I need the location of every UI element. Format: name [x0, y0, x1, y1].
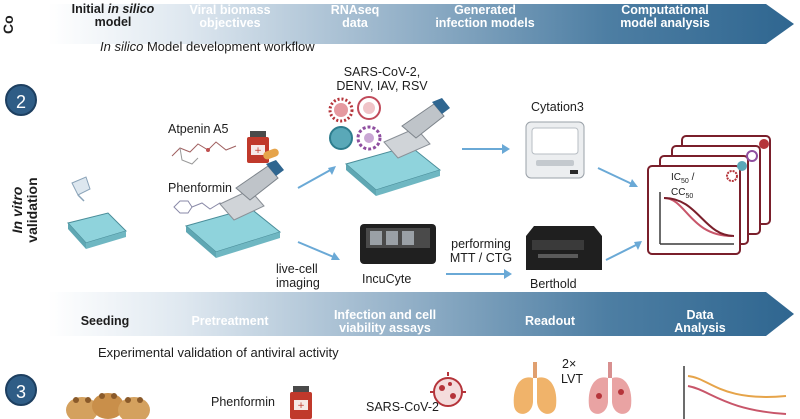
arrow-berthold-to-results — [605, 241, 642, 261]
lungs-infected-icon — [588, 362, 632, 414]
cytation-reader-icon — [525, 121, 585, 179]
step-initial-model: Initial in silico model — [71, 2, 155, 29]
step-seeding: Seeding — [80, 314, 130, 328]
in-silico-caption: In silico Model development workflow — [100, 39, 315, 54]
section-3-curve-plot — [683, 366, 787, 419]
drug-label-phenformin: Phenformin — [168, 181, 232, 195]
section-3-drug-bottle-icon: + — [290, 386, 312, 419]
instrument-label-incucyte: IncuCyte — [362, 272, 412, 286]
atpenin-molecule-icon — [171, 141, 237, 165]
pipette-plate-pretreatment — [184, 160, 284, 258]
step-pretreatment: Pretreatment — [191, 314, 269, 328]
arrow-to-virus-plate — [297, 166, 336, 189]
lvt-label: LVT — [561, 372, 583, 386]
section-2-badge: 2 — [5, 84, 37, 116]
seeding-plate-icon — [67, 176, 127, 249]
svg-text:+: + — [297, 401, 305, 411]
virus-list-label: SARS-CoV-2,DENV, IAV, RSV — [336, 65, 428, 93]
dose-response-cards — [647, 135, 771, 255]
section-3-badge: 3 — [5, 374, 37, 406]
pipette-plate-infection — [344, 98, 450, 196]
workflow-arrow-in-silico — [48, 4, 794, 44]
incucyte-icon — [360, 224, 436, 264]
in-vitro-caption: Experimental validation of antiviral act… — [98, 345, 339, 360]
sars-cov-2-virus-icon — [430, 372, 466, 407]
section-1-side-label: Co — [0, 15, 16, 34]
instrument-label-cytation: Cytation3 — [531, 100, 584, 114]
hamster-group-icon — [66, 393, 150, 419]
instrument-label-berthold: Berthold — [530, 277, 577, 291]
pill-icon — [263, 148, 279, 160]
svg-text:+: + — [254, 146, 262, 156]
workflow-arrow-in-vitro — [48, 292, 794, 336]
section-3-virus-label: SARS-CoV-2 — [366, 400, 439, 414]
lungs-healthy-icon — [513, 362, 557, 414]
arrow-to-incucyte — [297, 241, 340, 260]
arrow-to-cytation — [462, 144, 510, 154]
multiplier-label: 2× — [562, 357, 577, 371]
virus-cluster-icon — [328, 96, 382, 151]
step-readout: Readout — [525, 314, 575, 328]
berthold-reader-icon — [526, 226, 602, 270]
section-3-drug-label: Phenformin — [211, 395, 275, 409]
arrow-cytation-to-results — [597, 167, 638, 187]
ic50-cc50-label: IC50 / CC50 — [671, 172, 695, 200]
drug-label-atpenin: Atpenin A5 — [168, 122, 229, 136]
arrow-to-berthold — [446, 269, 512, 279]
